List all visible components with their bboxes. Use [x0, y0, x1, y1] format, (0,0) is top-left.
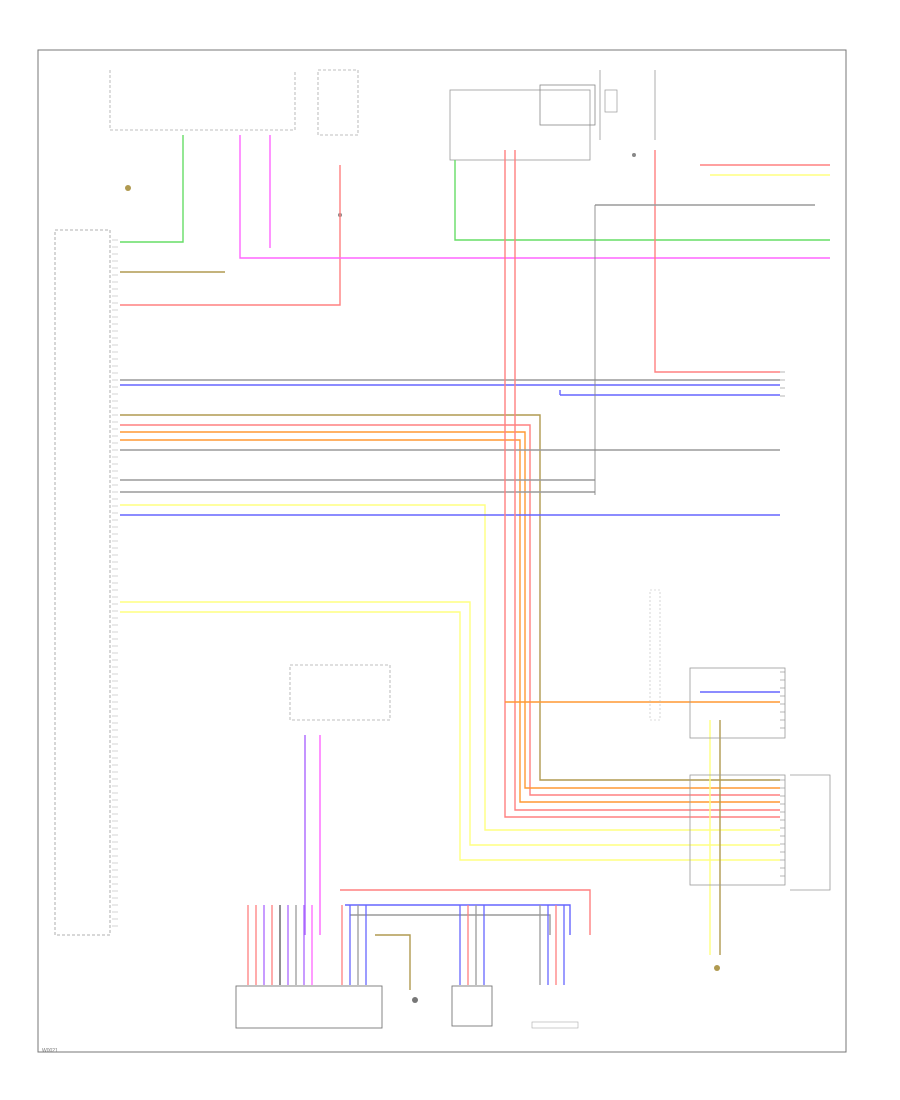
fuse-block-1 [317, 69, 359, 136]
connector-block-upper [689, 667, 786, 739]
relay-symbol [539, 84, 596, 126]
connector-block-lower [689, 774, 786, 886]
splice-point-1 [632, 153, 636, 157]
wire-orange-2 [120, 439, 780, 803]
wire-orange-1 [120, 431, 780, 789]
wire-green-1 [120, 135, 184, 243]
right-connector-block [594, 205, 831, 891]
wire-red-1 [120, 165, 341, 306]
wire-yellow-3 [120, 611, 780, 861]
wire-group [120, 135, 830, 990]
wire-blue-6 [345, 904, 571, 935]
top-fuse-box-group [109, 69, 656, 161]
left-speaker-box [451, 985, 493, 1027]
wire-red-6 [340, 889, 591, 935]
wire-red-3 [120, 424, 780, 796]
diagram-frame [37, 49, 847, 1053]
relay-coil [604, 89, 618, 113]
wire-olive-4 [375, 934, 411, 990]
connector-symbols [125, 153, 720, 971]
wire-red-2 [654, 150, 780, 373]
ground-point-2 [714, 965, 720, 971]
left-module-pins [112, 239, 785, 927]
wire-yellow-2 [120, 601, 780, 846]
wire-red-5 [504, 150, 780, 818]
footer-code: W0021 [42, 1048, 58, 1054]
right-speaker-bar [531, 1021, 579, 1029]
bottom-components [235, 664, 579, 1029]
instrument-cluster-box [235, 985, 383, 1029]
wire-pink-2 [239, 135, 830, 259]
wire-green-2 [454, 160, 830, 241]
control-module-left-outline [54, 229, 111, 936]
wire-olive-2 [120, 414, 780, 781]
rear-module-outline [790, 774, 831, 891]
ground-point-1 [125, 185, 131, 191]
fuse-block-lower [289, 664, 391, 721]
wire-gray-6 [350, 914, 551, 935]
ground-point-3 [412, 997, 418, 1003]
wire-yellow-1 [120, 504, 780, 831]
wire-red-4 [514, 150, 780, 811]
